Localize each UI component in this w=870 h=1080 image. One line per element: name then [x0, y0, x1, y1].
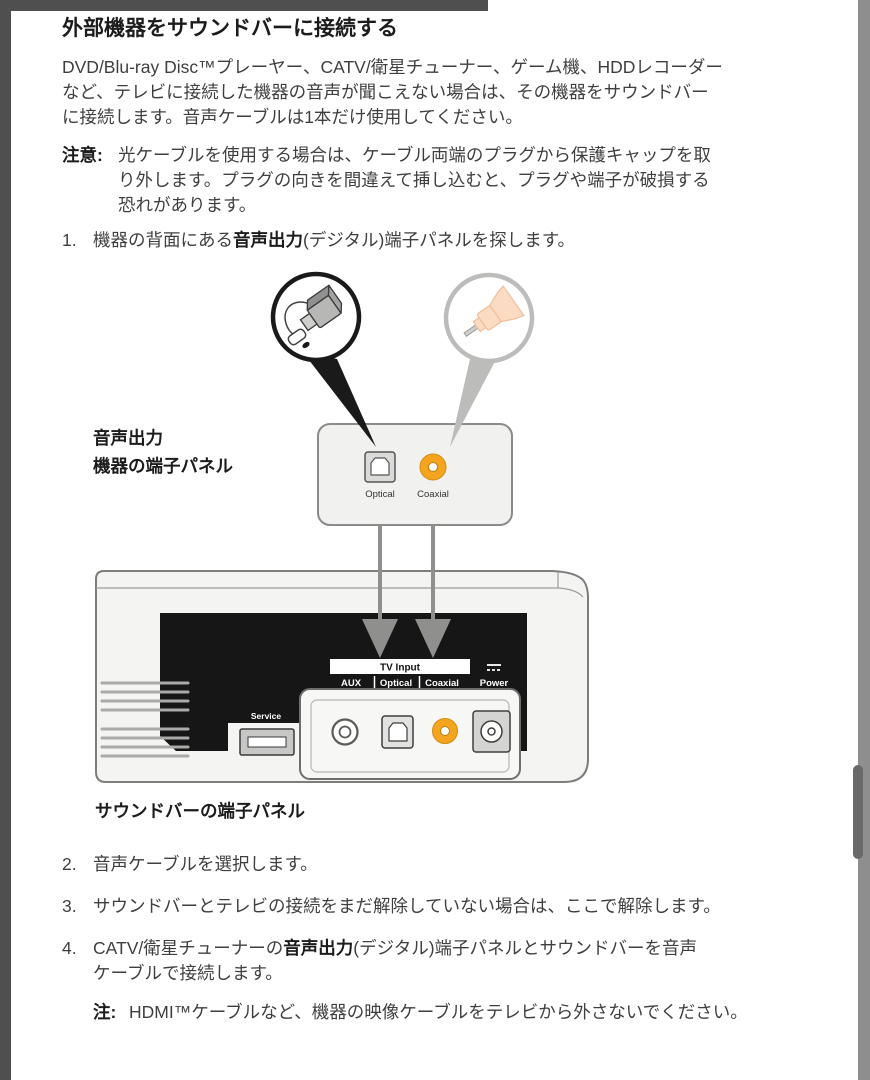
caution-text: 光ケーブルを使用する場合は、ケーブル両端のプラグから保護キャップを取り外します。…	[118, 145, 711, 215]
caution-block: 注意: 光ケーブルを使用する場合は、ケーブル両端のプラグから保護キャップを取り外…	[62, 143, 845, 218]
device-optical-port	[364, 451, 396, 483]
page-title: 外部機器をサウンドバーに接続する	[62, 17, 398, 40]
subnote-text: HDMI™ケーブルなど、機器の映像ケーブルをテレビから外さないでください。	[129, 1002, 748, 1022]
step-text: サウンドバーとテレビの接続をまだ解除していない場合は、ここで解除します。	[93, 896, 721, 916]
soundbar: Service TV Input AUX Optical Coaxial	[95, 570, 589, 783]
step-item-4: 4. CATV/衛星チューナーの音声出力(デジタル)端子パネルとサウンドバーを音…	[62, 936, 845, 1025]
step-text: 機器の背面にある音声出力(デジタル)端子パネルを探します。	[93, 230, 576, 250]
scrollbar-thumb[interactable]	[853, 765, 863, 859]
step-number: 1.	[62, 230, 77, 250]
service-usb-port	[239, 728, 295, 756]
device-panel	[317, 423, 513, 526]
top-edge-bar	[11, 0, 488, 11]
step-number: 4.	[62, 938, 77, 958]
intro-paragraph: DVD/Blu-ray Disc™プレーヤー、CATV/衛星チューナー、ゲーム機…	[62, 57, 723, 127]
step-4-lines: CATV/衛星チューナーの音声出力(デジタル)端子パネルとサウンドバーを音声ケー…	[93, 938, 698, 983]
soundbar-top-crease	[96, 572, 584, 598]
optical-callout-circle	[270, 271, 362, 363]
power-label: Power	[480, 678, 509, 689]
device-coaxial-label: Coaxial	[417, 489, 449, 500]
document-content: 外部機器をサウンドバーに接続する DVD/Blu-ray Disc™プレーヤー、…	[62, 0, 845, 1025]
rca-connector-illustration	[463, 285, 525, 337]
device-coaxial-port	[419, 453, 447, 481]
step-item-3: 3. サウンドバーとテレビの接続をまだ解除していない場合は、ここで解除します。	[62, 894, 845, 919]
device-panel-label-line1: 音声出力	[93, 428, 163, 448]
tv-input-label: TV Input	[380, 663, 421, 674]
step-number: 3.	[62, 896, 77, 916]
optical-callout-pointer	[302, 351, 376, 447]
step-text: CATV/衛星チューナーの音声出力(デジタル)端子パネルとサウンドバーを音声ケー…	[93, 936, 845, 1025]
optical-connector-illustration	[284, 284, 343, 349]
aux-label: AUX	[341, 678, 362, 689]
service-label: Service	[251, 711, 282, 721]
step-item-1: 1. 機器の背面にある音声出力(デジタル)端子パネルを探します。	[62, 228, 845, 253]
soundbar-coaxial-label: Coaxial	[425, 678, 459, 689]
cable-lines	[378, 525, 435, 621]
step-number: 2.	[62, 854, 77, 874]
step-4-note: 注: HDMI™ケーブルなど、機器の映像ケーブルをテレビから外さないでください。	[93, 1000, 845, 1025]
subnote-label: 注:	[93, 1002, 117, 1022]
coaxial-callout-pointer	[450, 350, 501, 447]
connection-diagram: Optical Coaxial	[0, 253, 870, 826]
power-dc-icon	[487, 664, 501, 671]
soundbar-optical-port	[381, 715, 414, 749]
device-panel-label-line2: 機器の端子パネル	[93, 456, 233, 476]
soundbar-optical-label: Optical	[380, 678, 412, 689]
aux-port	[331, 718, 359, 746]
device-optical-label: Optical	[365, 489, 395, 500]
caution-label: 注意:	[62, 145, 103, 165]
arrow-coaxial	[415, 619, 451, 658]
vent-lines	[100, 681, 190, 758]
coaxial-callout-circle	[443, 272, 535, 364]
step-item-2: 2. 音声ケーブルを選択します。	[62, 852, 845, 877]
left-edge-bar	[0, 0, 11, 1080]
step-text: 音声ケーブルを選択します。	[93, 854, 318, 874]
arrow-optical	[362, 619, 398, 658]
power-port	[472, 710, 511, 753]
soundbar-coaxial-port	[432, 718, 458, 744]
soundbar-caption: サウンドバーの端子パネル	[95, 801, 305, 821]
tv-input-bar	[330, 659, 470, 674]
